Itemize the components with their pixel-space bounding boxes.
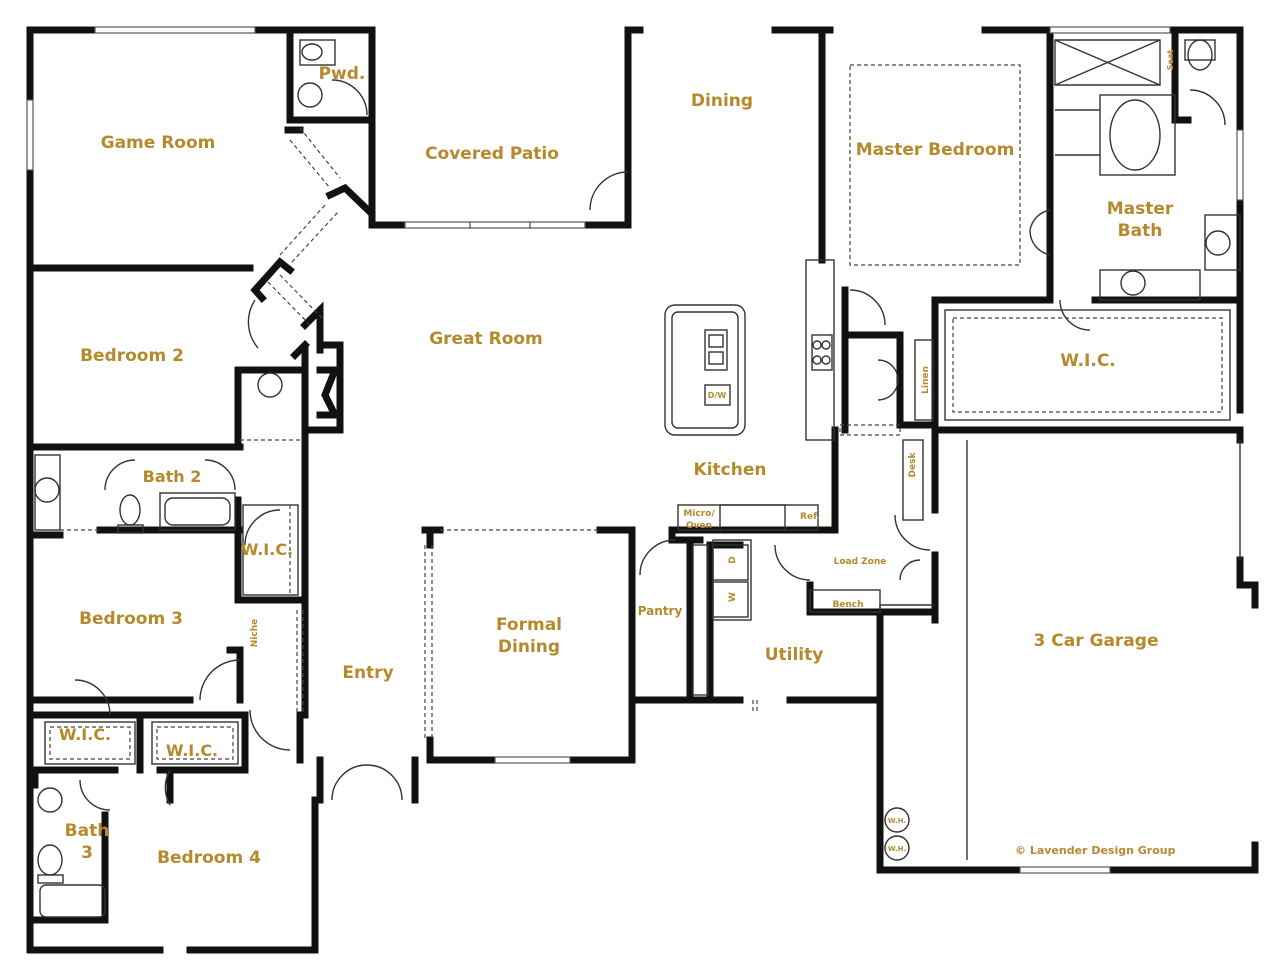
label-linen: Linen	[921, 366, 931, 394]
label-formal-dining-line2: Dining	[498, 637, 560, 657]
label-great-room: Great Room	[429, 329, 543, 349]
label-master-wic: W.I.C.	[1060, 351, 1116, 371]
label-wic-bedroom-4-left: W.I.C.	[59, 725, 111, 744]
label-formal-dining-line1: Formal	[496, 615, 562, 635]
copyright-credit: © Lavender Design Group	[1015, 844, 1176, 857]
label-bench: Bench	[832, 600, 863, 610]
label-washer: W	[728, 592, 738, 602]
label-bedroom-3: Bedroom 3	[79, 609, 183, 629]
label-game-room: Game Room	[101, 133, 216, 153]
label-wic-bedroom-3: W.I.C.	[241, 540, 293, 559]
label-kitchen: Kitchen	[694, 460, 767, 480]
label-water-heater-1: W.H.	[888, 817, 906, 825]
label-dishwasher: D/W	[708, 391, 727, 400]
label-covered-patio: Covered Patio	[425, 144, 559, 164]
label-pantry: Pantry	[638, 604, 683, 618]
label-micro-oven-line2: Oven	[686, 521, 712, 531]
label-desk: Desk	[908, 452, 918, 478]
label-garage: 3 Car Garage	[1034, 631, 1159, 651]
label-bedroom-2: Bedroom 2	[80, 346, 184, 366]
label-master-bath-line1: Master	[1107, 199, 1174, 219]
room-labels: Game Room Pwd. Covered Patio Dining Mast…	[59, 50, 1176, 868]
label-dining: Dining	[691, 91, 753, 111]
label-refrigerator: Ref.	[800, 512, 820, 522]
label-wic-bedroom-4-right: W.I.C.	[166, 741, 218, 760]
label-dryer: D	[728, 556, 738, 563]
label-load-zone: Load Zone	[834, 557, 887, 567]
label-water-heater-2: W.H.	[888, 845, 906, 853]
label-niche: Niche	[250, 619, 260, 647]
label-bedroom-4: Bedroom 4	[157, 848, 261, 868]
windows	[26, 26, 1244, 874]
label-bath-3-line1: Bath	[65, 821, 110, 841]
label-micro-oven-line1: Micro/	[683, 509, 715, 519]
label-utility: Utility	[765, 645, 824, 665]
label-seat: Seat	[1166, 50, 1175, 71]
walls	[26, 26, 1259, 954]
label-bath-3-line2: 3	[81, 843, 93, 863]
fixtures	[34, 39, 1241, 918]
label-master-bedroom: Master Bedroom	[856, 140, 1015, 160]
label-powder-room: Pwd.	[319, 64, 366, 84]
label-master-bath-line2: Bath	[1118, 221, 1163, 241]
label-bath-2: Bath 2	[143, 467, 202, 486]
label-entry: Entry	[342, 663, 393, 683]
